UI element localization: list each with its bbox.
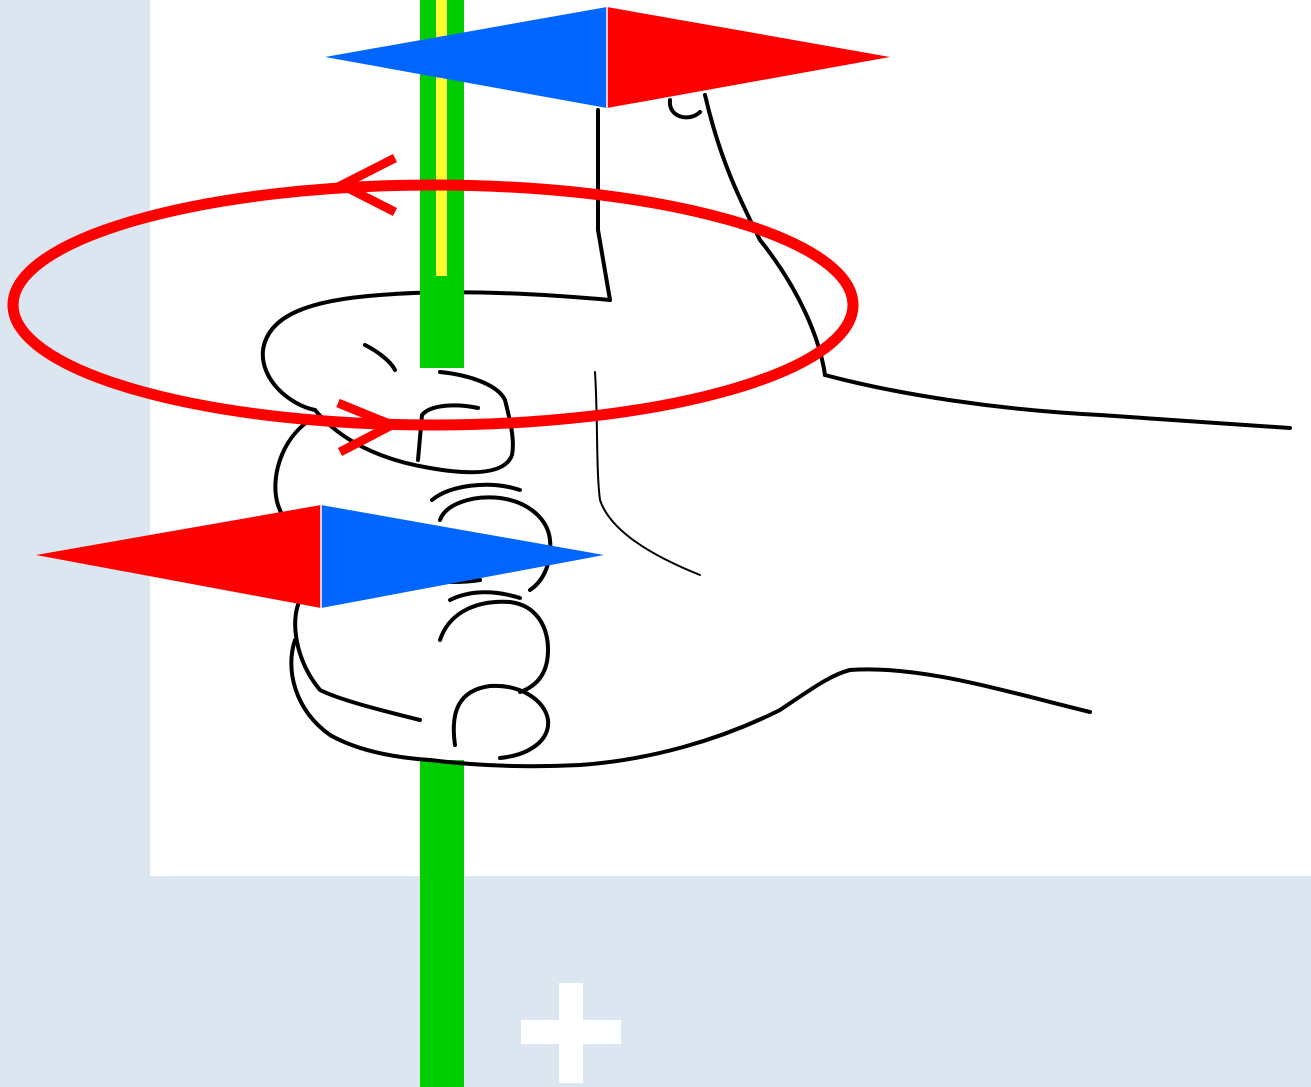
- ring-finger-tip: [438, 599, 550, 694]
- finger-nail-3: [448, 590, 522, 602]
- fist-top: [260, 290, 612, 412]
- fist-bottom: [428, 668, 852, 769]
- top-double-arrow: [325, 7, 890, 108]
- index-finger-base: [313, 370, 515, 475]
- thumb-back: [703, 93, 827, 377]
- top-arrow-blue-head: [325, 7, 607, 108]
- conductor-highlight: [436, 0, 447, 276]
- field-arrow-bottom-icon: [336, 398, 403, 456]
- bottom-double-arrow: [36, 505, 604, 608]
- palm-top: [823, 373, 1292, 430]
- finger-nail-2: [430, 482, 522, 502]
- field-loop: [7, 153, 859, 456]
- top-arrow-red-head: [607, 7, 890, 108]
- ring-finger: [293, 598, 422, 722]
- little-finger: [289, 638, 432, 762]
- finger-nail-1: [416, 403, 480, 462]
- index-finger: [363, 343, 397, 372]
- field-loop-ellipse: [7, 179, 859, 431]
- plus-sign-icon: [521, 983, 621, 1083]
- bottom-arrow-blue-head: [321, 505, 604, 608]
- little-finger-tip: [451, 683, 551, 760]
- conductor-lower: [420, 760, 464, 1087]
- field-arrow-top-icon: [332, 153, 398, 217]
- hand-outline: [260, 93, 1292, 769]
- thumb-front: [596, 108, 612, 302]
- wrist-bottom: [848, 667, 1092, 714]
- middle-finger-tip: [438, 495, 553, 592]
- thumb-tip: [667, 98, 702, 120]
- bottom-arrow-red-head: [36, 505, 321, 608]
